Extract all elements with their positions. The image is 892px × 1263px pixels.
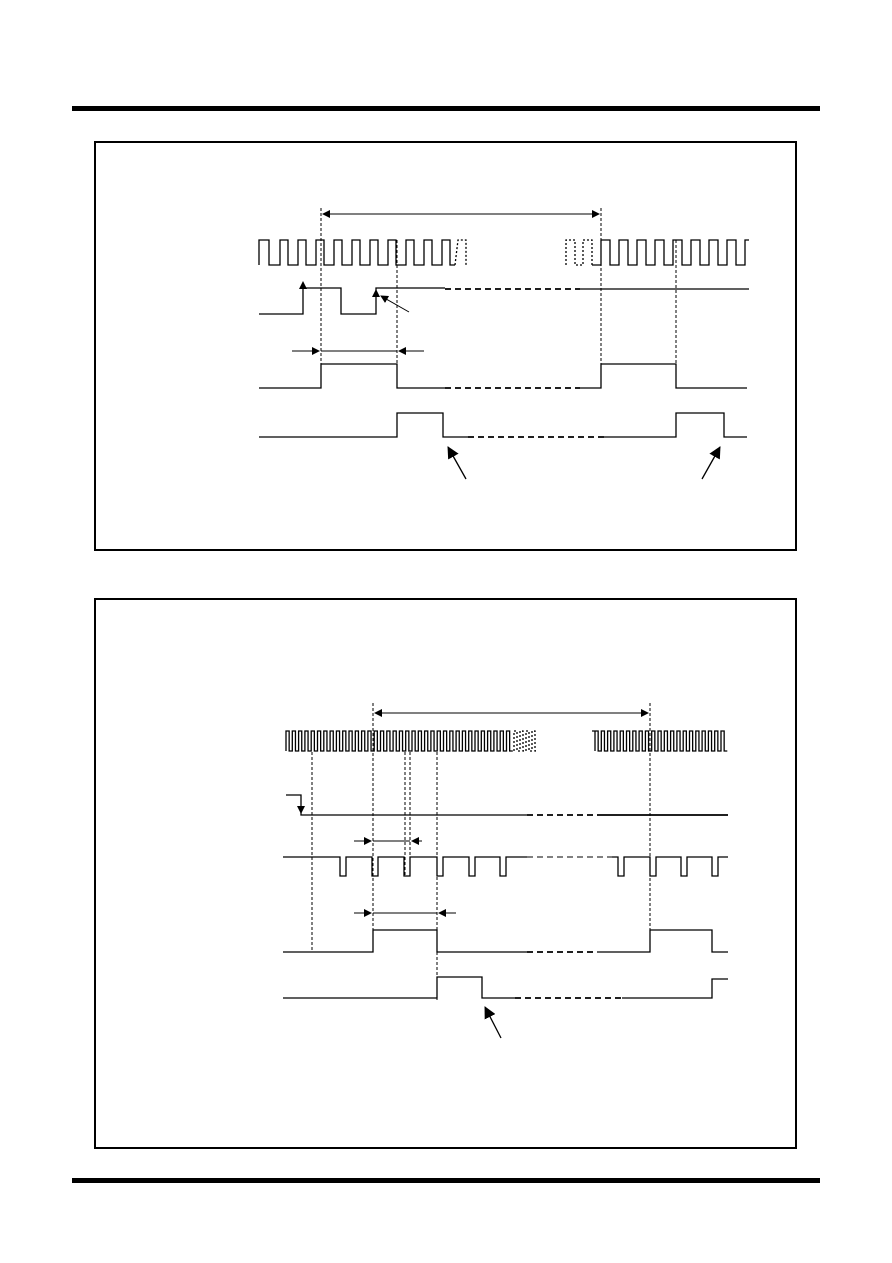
output-callout-arrow-c: [484, 1006, 502, 1039]
clock-signal-1-dashed-b: [565, 239, 593, 266]
reference-lines-1: [320, 208, 677, 388]
header-rule: [72, 106, 820, 111]
gate-signal-2-tail: [597, 929, 728, 953]
trigger-callout-arrow: [380, 295, 410, 313]
clock-signal-2-tail: [592, 730, 728, 752]
clock-signal-1-tail: [592, 239, 749, 266]
reference-lines-2: [311, 703, 651, 1000]
timing-diagram-panel-1: [94, 141, 797, 551]
pulse-train-2: [283, 856, 527, 877]
footer-rule: [72, 1178, 820, 1183]
trigger-signal-1: [259, 287, 445, 315]
clock-signal-2: [285, 730, 513, 752]
output-callout-arrow-b: [701, 446, 721, 480]
timing-diagram-panel-2: [94, 598, 797, 1149]
output-signal-2: [283, 976, 515, 999]
diagram-2: [283, 703, 728, 1039]
output-callout-arrow-a: [447, 446, 467, 480]
gate-signal-2: [283, 929, 527, 953]
pulse-train-2-tail: [612, 856, 728, 877]
output-signal-2-tail: [622, 978, 728, 999]
enable-signal-2: [286, 794, 527, 816]
diagram-1: [258, 208, 749, 480]
output-signal-1-tail: [604, 412, 747, 438]
output-signal-1: [259, 412, 468, 438]
gate-signal-1-tail: [580, 363, 747, 389]
clock-signal-1: [258, 239, 455, 266]
clock-signal-2-dashed: [513, 730, 538, 752]
clock-signal-1-dashed-a: [454, 239, 467, 266]
gate-signal-1: [259, 363, 445, 389]
